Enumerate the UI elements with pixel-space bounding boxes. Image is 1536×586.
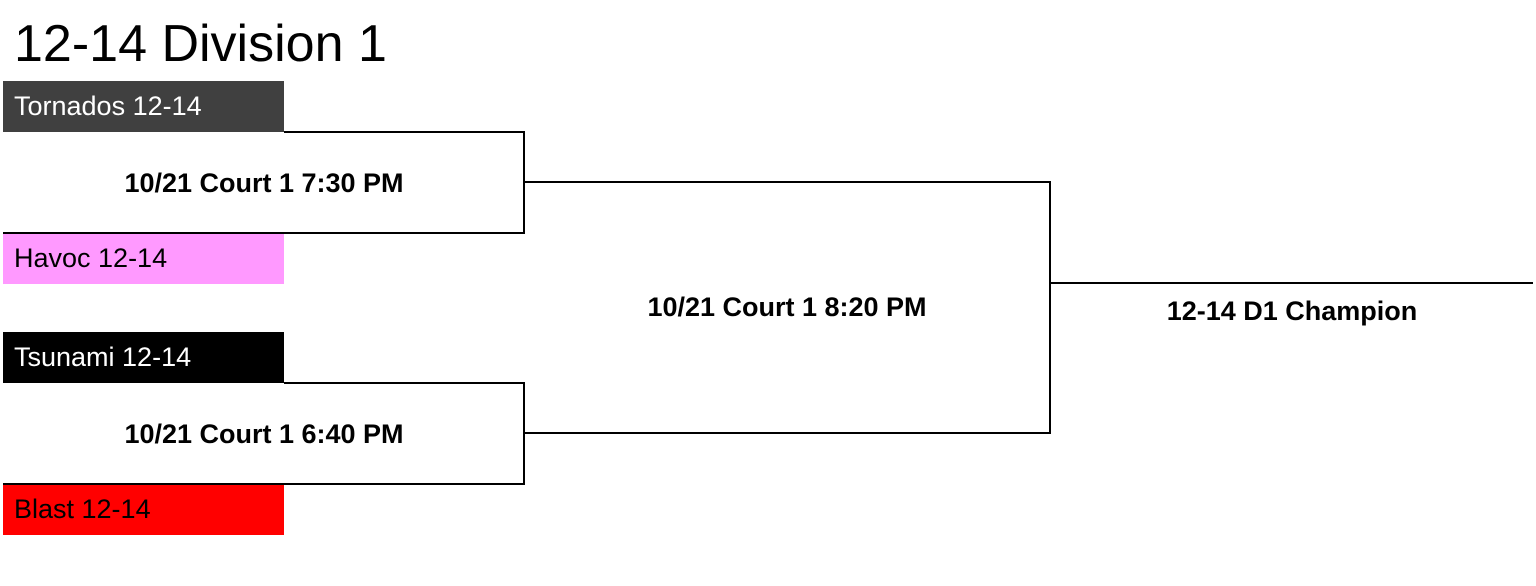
game-label-1: 10/21 Court 1 7:30 PM [124,168,404,198]
bracket-line-final-top [523,181,1051,183]
bracket-line-champion [1049,282,1533,284]
bracket-line-game2-bottom [3,483,525,485]
bracket-line-final-vertical [1049,181,1051,434]
bracket-line-final-bottom [523,432,1051,434]
team-box-tornados: Tornados 12-14 [3,81,284,132]
game-label-2: 10/21 Court 1 6:40 PM [124,419,404,449]
team-box-havoc: Havoc 12-14 [3,233,284,284]
game-label-final: 10/21 Court 1 8:20 PM [647,292,927,322]
champion-label: 12-14 D1 Champion [1166,296,1418,326]
bracket-title: 12-14 Division 1 [14,15,387,73]
team-box-blast: Blast 12-14 [3,484,284,535]
bracket-line-game1-bottom [3,232,525,234]
bracket-line-game1-top [284,131,525,133]
bracket-line-game2-top [284,382,525,384]
team-box-tsunami: Tsunami 12-14 [3,332,284,383]
